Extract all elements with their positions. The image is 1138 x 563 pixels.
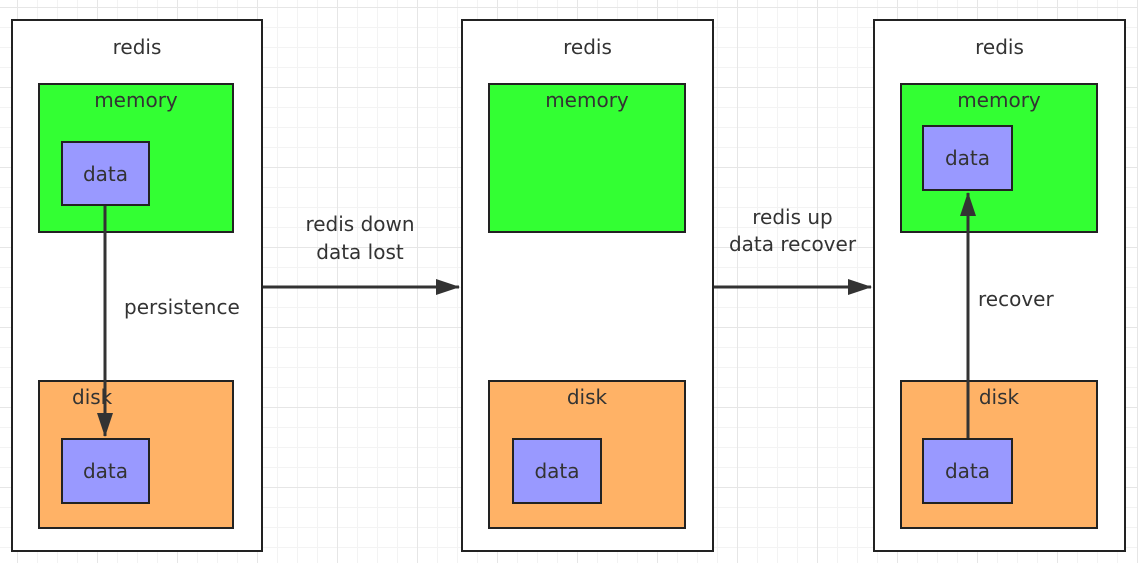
- recover-label: recover: [978, 287, 1054, 311]
- redis-title-2: redis: [563, 35, 612, 59]
- redis-up-label: redis up: [752, 205, 833, 229]
- memory-label-2: memory: [545, 88, 629, 112]
- memory-data-label-3: data: [944, 146, 991, 170]
- memory-data-box-3: data: [922, 125, 1013, 191]
- data-recover-label: data recover: [728, 232, 857, 256]
- data-lost-label: data lost: [316, 240, 404, 264]
- disk-box-3: disk: [900, 380, 1098, 529]
- memory-data-box-1: data: [61, 141, 150, 206]
- memory-label-1: memory: [94, 88, 178, 112]
- memory-data-label-1: data: [82, 161, 129, 186]
- redis-title-1: redis: [112, 35, 162, 59]
- disk-data-label-2: data: [534, 459, 580, 483]
- disk-label-3: disk: [978, 385, 1020, 409]
- memory-box-2: memory: [488, 83, 686, 233]
- redis-down-label: redis down: [305, 212, 415, 236]
- disk-label-2: disk: [566, 385, 608, 409]
- memory-label-3: memory: [957, 88, 1041, 112]
- disk-data-label-3: data: [944, 459, 991, 483]
- disk-data-box-2: data: [512, 438, 602, 504]
- persistence-label: persistence: [124, 295, 240, 319]
- disk-data-box-1: data: [61, 438, 150, 504]
- disk-data-box-3: data: [922, 438, 1013, 504]
- disk-data-label-1: data: [82, 459, 129, 483]
- redis-title-3: redis: [975, 35, 1024, 59]
